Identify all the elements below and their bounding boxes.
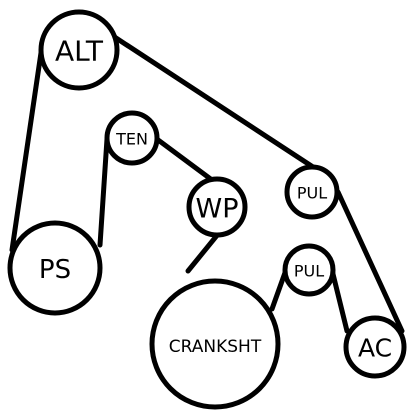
pulley-crank: CRANKSHT [149, 278, 281, 410]
belt-segment-alt-to-ps [9, 43, 45, 253]
pulley-pul-lower-label: PUL [294, 262, 324, 281]
pulley-ten-label: TEN [115, 130, 148, 149]
pulley-ac-label: AC [358, 334, 392, 363]
belt-segment-pul-lower-to-ac [329, 267, 350, 334]
pulley-pul-lower: PUL [282, 243, 336, 297]
pulley-pul-lower-circle [282, 243, 336, 297]
pulley-ps: PS [7, 220, 103, 316]
pulley-pul-upper-label: PUL [297, 184, 327, 203]
belt-segment-pul-upper-to-alt [110, 33, 316, 170]
pulley-alt-label: ALT [55, 35, 104, 68]
pulley-pul-upper-circle [284, 164, 340, 220]
pulley-ac: AC [343, 315, 407, 379]
pulley-ten: TEN [104, 110, 160, 166]
pulley-crank-circle [149, 278, 281, 410]
pulley-ac-circle [343, 315, 407, 379]
pulley-ps-label: PS [39, 255, 71, 285]
pulley-alt-circle [38, 9, 120, 91]
belt-segment-ps-to-ten [97, 136, 110, 248]
pulley-wp: WP [186, 176, 248, 238]
pulley-pul-upper: PUL [284, 164, 340, 220]
pulley-wp-label: WP [196, 194, 239, 225]
pulley-crank-label: CRANKSHT [169, 337, 262, 357]
pulley-wp-circle [186, 176, 248, 238]
pulley-ten-circle [104, 110, 160, 166]
pulley-ps-circle [7, 220, 103, 316]
belt-segment-ac-to-pul-upper [335, 189, 405, 334]
pulley-alt: ALT [38, 9, 120, 91]
